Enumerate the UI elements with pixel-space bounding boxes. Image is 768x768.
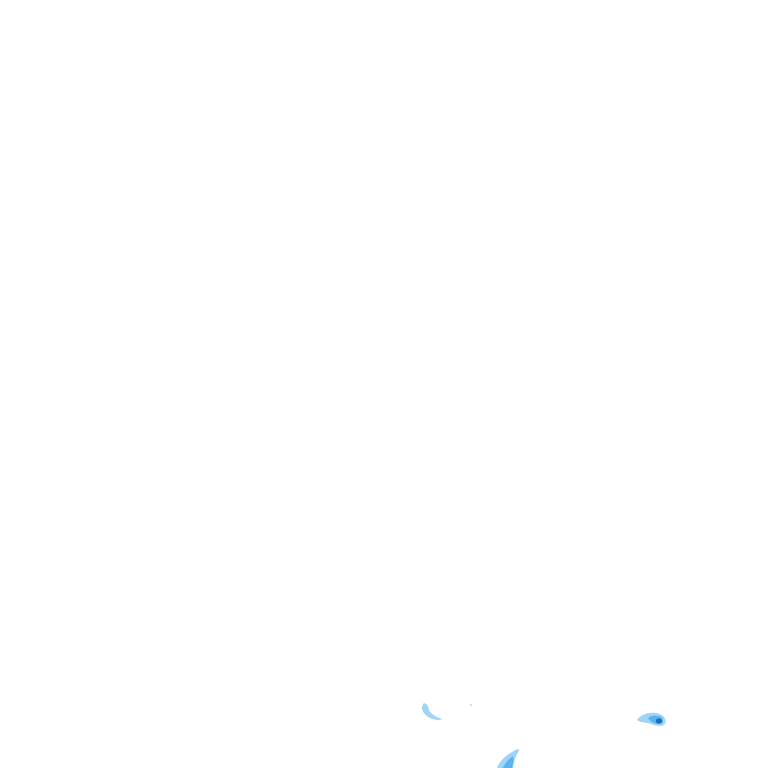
precip-speck [469,704,473,706]
precip-patch-south-outer [497,749,520,768]
precip-patch-east-core [655,718,663,724]
precip-speck-shape [469,704,473,706]
precip-patch-east [637,712,666,726]
precip-patch-west [422,703,442,721]
precip-patch-south-inner [503,756,514,768]
precip-patch-west-shape [422,703,442,721]
precip-patch-south [497,749,520,768]
